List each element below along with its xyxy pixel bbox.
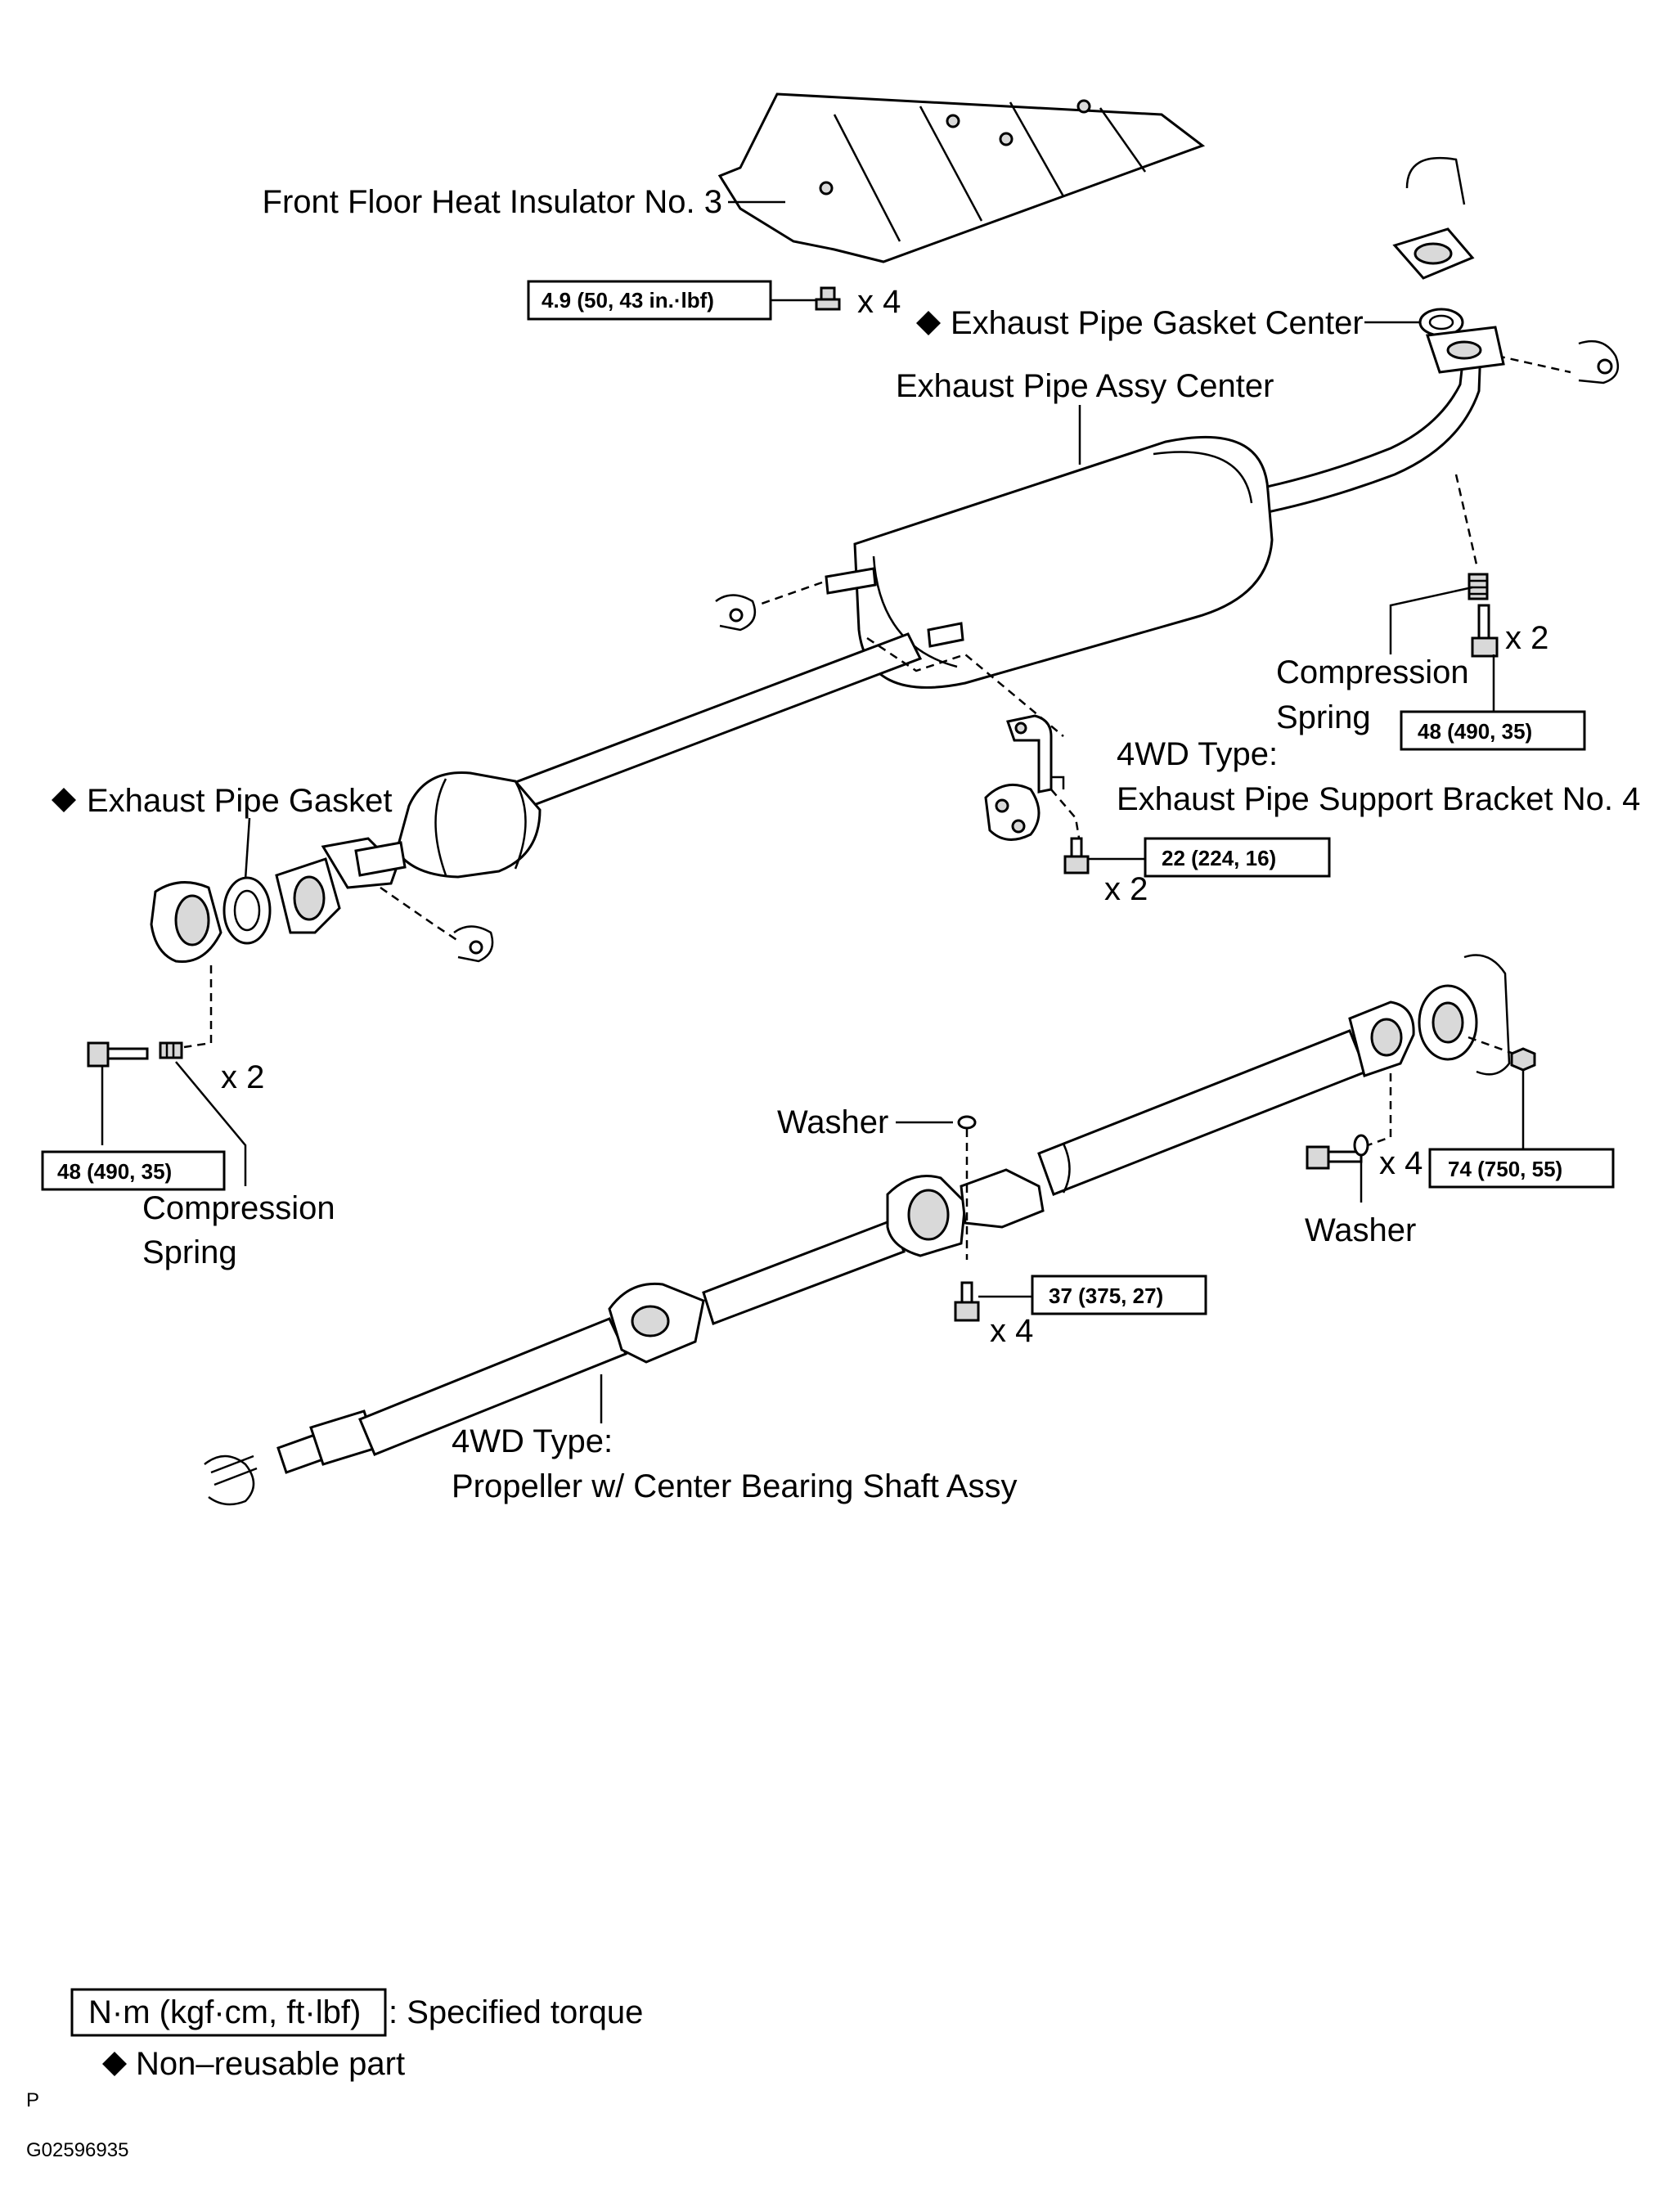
compression-spring-left-label-1: Compression [142, 1190, 335, 1226]
page-mark: P [26, 2089, 39, 2111]
hanger-icon [715, 594, 757, 632]
torque-spring-right: 48 (490, 35) [1418, 719, 1532, 744]
propeller-name-label: Propeller w/ Center Bearing Shaft Assy [452, 1468, 1017, 1504]
non-reusable-icon [102, 2052, 127, 2076]
compression-spring-icon [1467, 573, 1489, 600]
bolt-icon [1063, 837, 1090, 874]
bolt-icon [1306, 1145, 1363, 1170]
exhaust-gasket-ring [222, 876, 272, 945]
manifold-outlet-drawing [150, 881, 222, 964]
torque-box-bearing [1031, 1275, 1207, 1315]
torque-flange: 74 (750, 55) [1448, 1157, 1562, 1181]
spring-right-qty: x 2 [1505, 620, 1548, 656]
spring-left-qty: x 2 [221, 1059, 264, 1095]
bearing-bolt-qty: x 4 [990, 1313, 1033, 1349]
insulator-hole [819, 181, 834, 196]
insulator-hole [1076, 99, 1091, 114]
non-reusable-icon [52, 788, 76, 812]
support-bracket-drawing [984, 714, 1053, 841]
exhaust-gasket-label: Exhaust Pipe Gasket [87, 783, 393, 819]
propeller-shaft-drawing [276, 1000, 1415, 1474]
non-reusable-icon [916, 311, 941, 335]
gasket-center-label: Exhaust Pipe Gasket Center [951, 305, 1364, 341]
legend-torque-box [70, 1988, 387, 2037]
heat-insulator-drawing [717, 92, 1206, 263]
insulator-bolt-qty: x 4 [857, 284, 901, 320]
torque-insulator: 4.9 (50, 43 in.·lbf) [542, 288, 714, 312]
bolt-icon [954, 1281, 980, 1322]
torque-box-flange [1428, 1148, 1615, 1189]
legend-torque-desc: : Specified torque [389, 1994, 643, 2030]
torque-box-bracket [1144, 837, 1331, 878]
washer-top-icon [957, 1115, 977, 1130]
torque-box-spring-right [1400, 710, 1586, 751]
propeller-type-label: 4WD Type: [452, 1423, 613, 1459]
washer-right-icon [1353, 1134, 1369, 1157]
front-pipe-flange-drawing [275, 857, 341, 934]
washer-top-label: Washer [777, 1104, 888, 1140]
pipe-assy-label: Exhaust Pipe Assy Center [896, 368, 1274, 404]
front-differential-stub [204, 1454, 258, 1506]
bracket-name-label: Exhaust Pipe Support Bracket No. 4 [1117, 781, 1640, 817]
nut-icon [1510, 1047, 1536, 1072]
manifold-drawing [1392, 156, 1475, 280]
torque-box-insulator [527, 280, 772, 321]
insulator-hole [946, 114, 960, 128]
heat-insulator-label: Front Floor Heat Insulator No. 3 [263, 184, 722, 220]
compression-spring-right-label-2: Spring [1276, 699, 1371, 735]
figure-id: G02596935 [26, 2139, 128, 2161]
hanger-icon [1578, 339, 1620, 384]
compression-spring-icon [159, 1041, 183, 1059]
bolt-icon [815, 286, 841, 311]
compression-spring-right-label-1: Compression [1276, 654, 1469, 690]
bracket-type-label: 4WD Type: [1117, 736, 1278, 772]
bracket-bolt-qty: x 2 [1104, 871, 1148, 907]
legend-torque-unit: N·m (kgf·cm, ft·lbf) [88, 1994, 361, 2030]
torque-bracket: 22 (224, 16) [1162, 846, 1276, 870]
flange-bolt-qty: x 4 [1379, 1145, 1423, 1181]
legend-non-reusable: Non–reusable part [136, 2046, 405, 2082]
torque-box-spring-left [41, 1150, 226, 1191]
hanger-icon [453, 925, 494, 963]
insulator-hole [999, 132, 1014, 146]
torque-spring-left: 48 (490, 35) [57, 1159, 172, 1184]
exhaust-pipe-drawing [321, 326, 1505, 889]
bolt-icon [1471, 604, 1499, 658]
torque-bearing: 37 (375, 27) [1049, 1284, 1163, 1308]
compression-spring-left-label-2: Spring [142, 1234, 237, 1270]
rear-differential-flange [1418, 954, 1511, 1076]
washer-right-label: Washer [1305, 1212, 1416, 1248]
bolt-icon [87, 1041, 149, 1068]
